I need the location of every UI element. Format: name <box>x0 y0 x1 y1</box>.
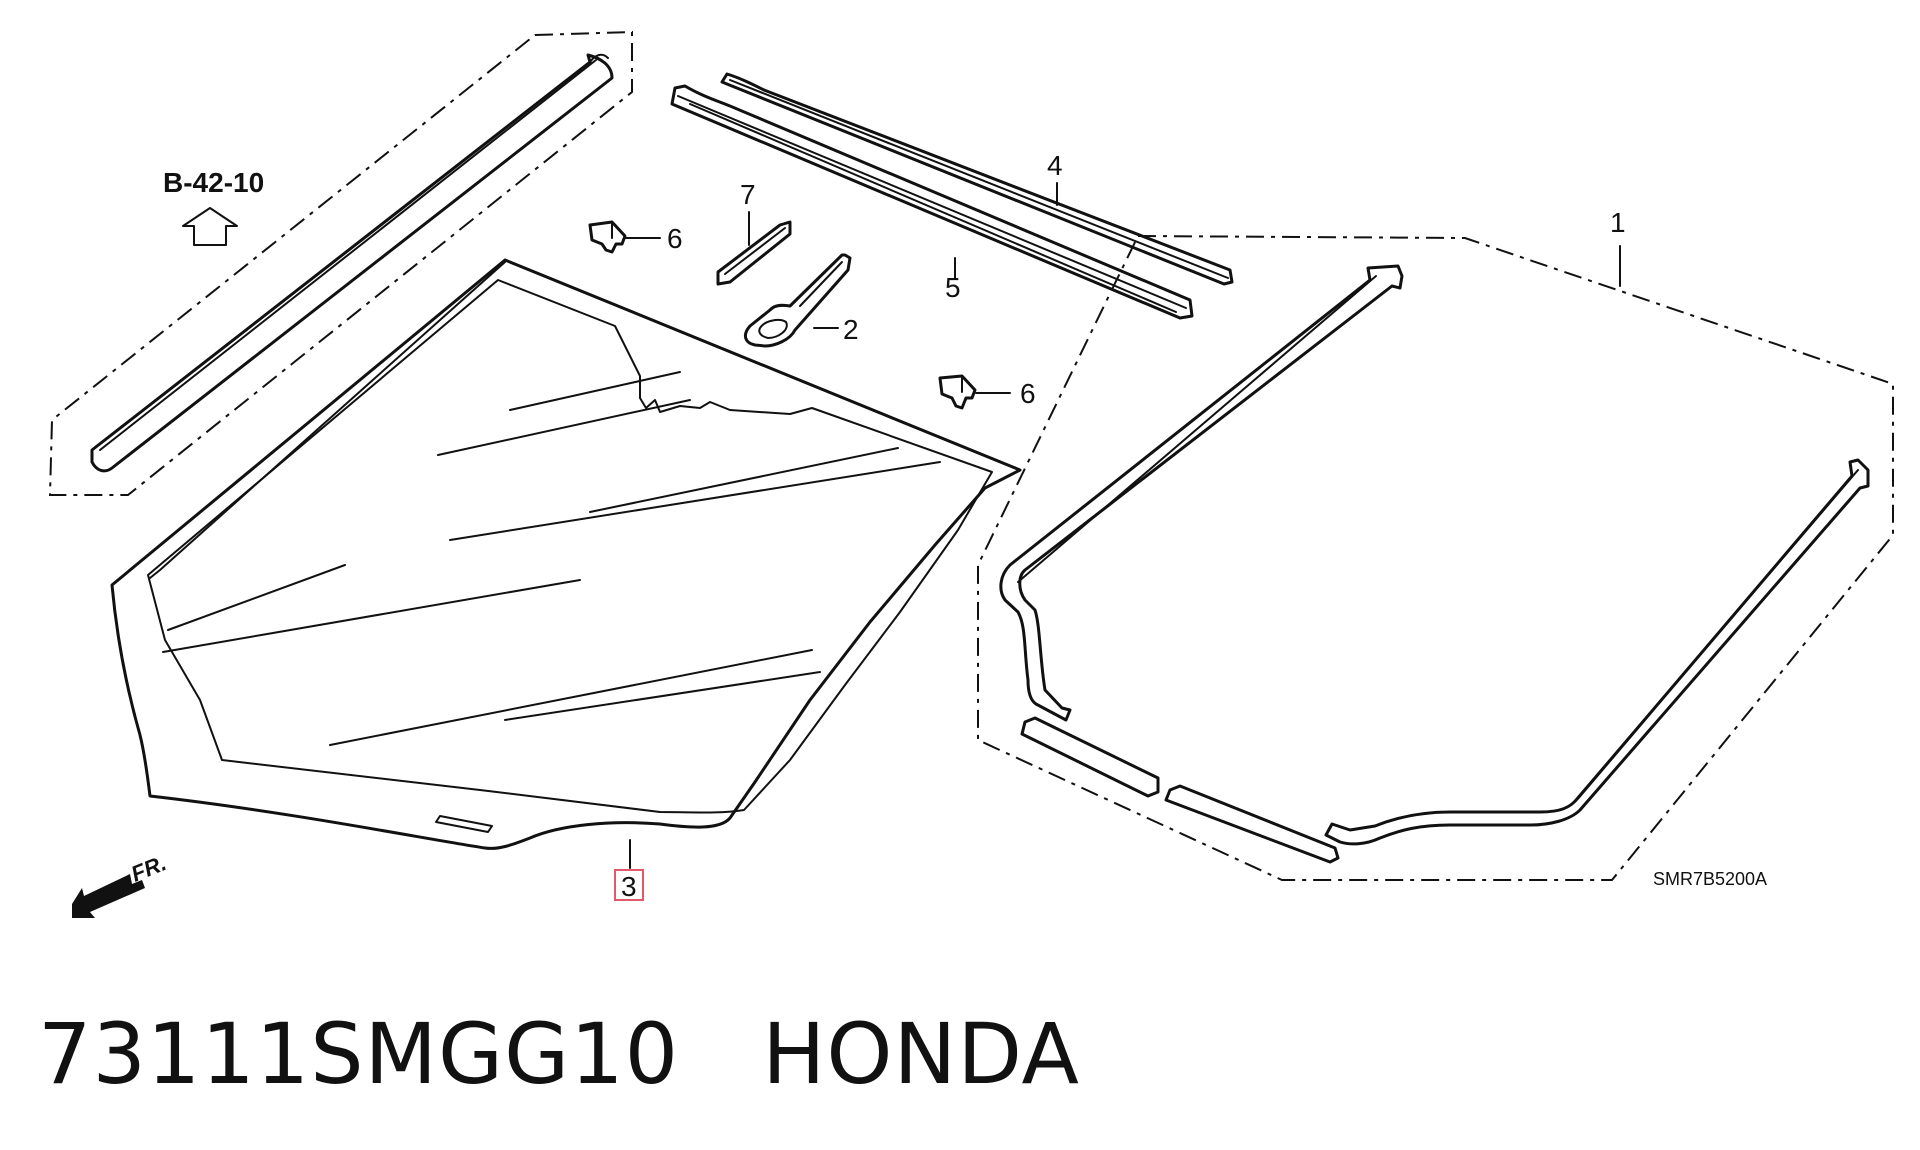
callout-5: 5 <box>945 272 961 303</box>
leader-lines <box>625 182 1621 869</box>
part-6-clip-upper <box>588 220 627 254</box>
callout-6-upper: 6 <box>667 223 683 254</box>
up-arrow-icon <box>182 207 238 246</box>
windshield-inner-edge <box>147 279 993 814</box>
callout-2: 2 <box>843 314 859 345</box>
callout-7: 7 <box>740 179 756 210</box>
part-2-mirror-mount <box>743 253 852 348</box>
windshield-outline <box>110 258 1022 850</box>
part-5-molding <box>670 84 1194 320</box>
part-6-clip-lower <box>938 374 977 410</box>
callout-1: 1 <box>1610 207 1626 238</box>
part-number: 73111SMGG10 <box>38 1005 680 1103</box>
diagram-code: SMR7B5200A <box>1653 869 1767 889</box>
reference-label: B-42-10 <box>163 167 264 198</box>
callout-6-lower: 6 <box>1020 378 1036 409</box>
front-label: FR. <box>128 850 170 886</box>
part-7-spacer <box>716 220 792 286</box>
callout-3: 3 <box>621 871 637 902</box>
part-1-group <box>977 234 1894 881</box>
callout-4: 4 <box>1047 150 1063 181</box>
side-molding-strip <box>90 53 614 473</box>
part-4-molding <box>720 72 1234 286</box>
reference-dashed-outline <box>48 30 633 496</box>
brand-name: HONDA <box>762 1005 1080 1103</box>
reference-group: B-42-10 <box>48 30 633 496</box>
front-arrow-icon <box>72 874 145 918</box>
part-1-dashed-outline <box>977 234 1894 881</box>
highlight-box <box>614 869 644 901</box>
part-caption: 73111SMGG10 HONDA <box>38 1005 1080 1103</box>
part-3-windshield <box>110 258 1022 850</box>
